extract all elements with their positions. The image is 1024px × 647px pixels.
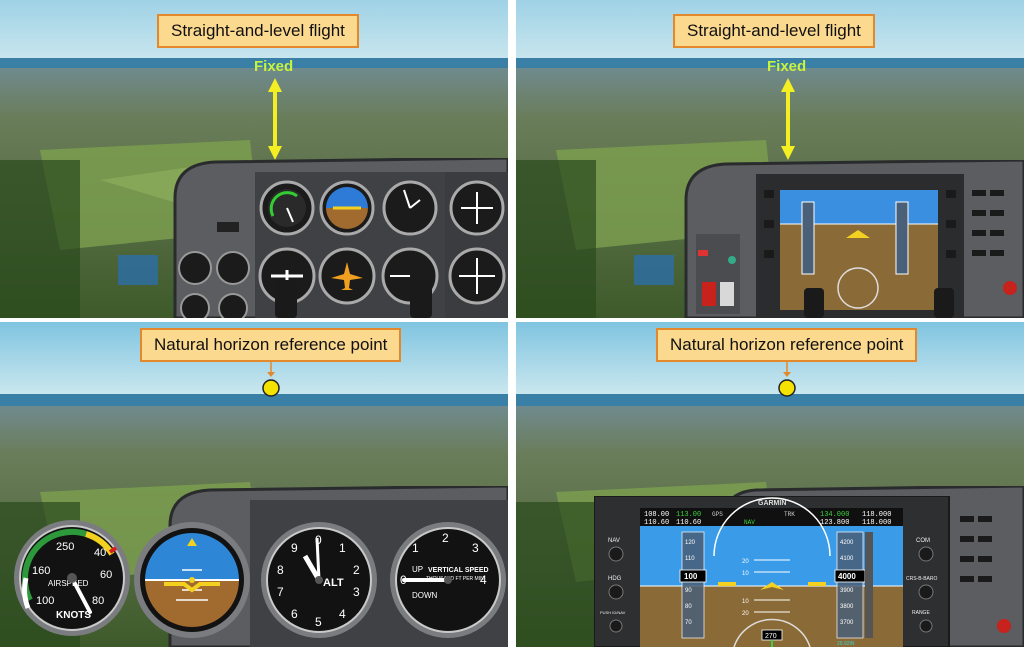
svg-text:TRK: TRK bbox=[784, 511, 795, 518]
svg-text:PUSH ID/NAV: PUSH ID/NAV bbox=[600, 610, 626, 615]
fixed-marker-label: Fixed bbox=[767, 58, 807, 75]
svg-text:2: 2 bbox=[353, 563, 360, 577]
svg-text:NAV: NAV bbox=[744, 519, 755, 526]
svg-text:8: 8 bbox=[277, 563, 284, 577]
svg-text:80: 80 bbox=[92, 595, 104, 607]
svg-text:29.92IN: 29.92IN bbox=[837, 641, 855, 647]
attitude-indicator bbox=[134, 522, 250, 638]
fixed-marker-label: Fixed bbox=[254, 58, 294, 75]
svg-text:118.000: 118.000 bbox=[862, 511, 891, 519]
svg-text:123.800: 123.800 bbox=[820, 519, 849, 527]
svg-text:10: 10 bbox=[742, 599, 749, 605]
reference-point-marker bbox=[262, 360, 280, 397]
svg-text:113.00: 113.00 bbox=[676, 511, 701, 519]
svg-text:108.00: 108.00 bbox=[644, 511, 669, 519]
svg-text:80: 80 bbox=[685, 604, 692, 610]
svg-text:134.000: 134.000 bbox=[820, 511, 849, 519]
glass-instrument-panel bbox=[684, 160, 1024, 318]
caption-straight-level: Straight-and-level flight bbox=[157, 14, 359, 48]
panel-top-right-glass: Straight-and-level flight Fixed bbox=[516, 0, 1024, 318]
panel-top-left-analog: Straight-and-level flight Fixed bbox=[0, 0, 508, 318]
svg-text:70: 70 bbox=[685, 620, 692, 626]
svg-text:AIRSPEED: AIRSPEED bbox=[48, 579, 89, 588]
altimeter: 0 1 2 3 4 5 6 7 8 9 ALT bbox=[261, 522, 377, 638]
svg-text:7: 7 bbox=[277, 585, 284, 599]
svg-text:UP: UP bbox=[412, 565, 423, 574]
svg-text:9: 9 bbox=[291, 541, 298, 555]
panel-bottom-right-glass: Natural horizon reference point GARMIN 1… bbox=[516, 322, 1024, 647]
svg-text:270: 270 bbox=[765, 633, 777, 640]
svg-text:100: 100 bbox=[684, 572, 698, 581]
svg-text:THOUSAND FT PER MIN: THOUSAND FT PER MIN bbox=[426, 576, 484, 582]
caption-horizon-reference: Natural horizon reference point bbox=[656, 328, 918, 362]
svg-text:4200: 4200 bbox=[840, 540, 854, 546]
double-arrow-icon bbox=[781, 78, 795, 160]
svg-text:1: 1 bbox=[339, 541, 346, 555]
reference-point-marker bbox=[778, 360, 796, 397]
enlarged-gauges: 250 160 100 40 60 80 AIRSPEED KNOTS bbox=[14, 520, 506, 638]
analog-instrument-panel bbox=[173, 158, 508, 318]
svg-text:4: 4 bbox=[339, 607, 346, 621]
svg-text:COM: COM bbox=[916, 538, 930, 544]
svg-text:VERTICAL SPEED: VERTICAL SPEED bbox=[428, 567, 489, 574]
svg-text:NAV: NAV bbox=[608, 538, 620, 544]
double-arrow-icon bbox=[268, 78, 282, 160]
svg-text:3700: 3700 bbox=[840, 620, 854, 626]
caption-horizon-reference: Natural horizon reference point bbox=[140, 328, 402, 362]
svg-text:1: 1 bbox=[412, 541, 419, 555]
svg-text:120: 120 bbox=[685, 540, 696, 546]
svg-text:20: 20 bbox=[742, 611, 749, 617]
svg-text:2: 2 bbox=[442, 531, 449, 545]
svg-text:110.60: 110.60 bbox=[644, 519, 669, 527]
svg-text:10: 10 bbox=[742, 571, 749, 577]
svg-text:4100: 4100 bbox=[840, 556, 854, 562]
svg-text:GARMIN: GARMIN bbox=[758, 500, 786, 507]
svg-text:CRS-B-BARO: CRS-B-BARO bbox=[906, 576, 938, 582]
svg-text:3: 3 bbox=[353, 585, 360, 599]
svg-text:4000: 4000 bbox=[838, 572, 856, 581]
primary-flight-display: GARMIN 108.00 110.60 113.00 110.60 GPS N… bbox=[594, 496, 1011, 647]
svg-text:4: 4 bbox=[480, 573, 487, 587]
panel-bottom-left-analog: Natural horizon reference point 250 160 bbox=[0, 322, 508, 647]
svg-text:DOWN: DOWN bbox=[412, 591, 438, 600]
svg-text:3900: 3900 bbox=[840, 588, 854, 594]
caption-straight-level: Straight-and-level flight bbox=[673, 14, 875, 48]
svg-text:20: 20 bbox=[742, 559, 749, 565]
svg-text:3: 3 bbox=[472, 541, 479, 555]
svg-text:60: 60 bbox=[100, 569, 112, 581]
svg-text:5: 5 bbox=[315, 615, 322, 629]
svg-text:118.000: 118.000 bbox=[862, 519, 891, 527]
svg-text:160: 160 bbox=[32, 565, 50, 577]
svg-text:RANGE: RANGE bbox=[912, 610, 930, 616]
svg-text:100: 100 bbox=[36, 595, 54, 607]
airspeed-indicator: 250 160 100 40 60 80 AIRSPEED KNOTS bbox=[14, 520, 130, 636]
svg-text:HDG: HDG bbox=[608, 576, 622, 582]
vertical-speed-indicator: 0 1 2 3 4 UP DOWN VERTICAL SPEED THOUSAN… bbox=[390, 522, 506, 638]
svg-text:110: 110 bbox=[685, 556, 695, 562]
svg-text:40: 40 bbox=[94, 547, 106, 559]
svg-text:90: 90 bbox=[685, 588, 692, 594]
svg-text:KNOTS: KNOTS bbox=[56, 610, 91, 621]
svg-text:6: 6 bbox=[291, 607, 298, 621]
svg-text:3800: 3800 bbox=[840, 604, 854, 610]
svg-text:250: 250 bbox=[56, 541, 74, 553]
svg-text:110.60: 110.60 bbox=[676, 519, 701, 527]
svg-text:ALT: ALT bbox=[323, 577, 344, 589]
svg-text:GPS: GPS bbox=[712, 511, 723, 518]
